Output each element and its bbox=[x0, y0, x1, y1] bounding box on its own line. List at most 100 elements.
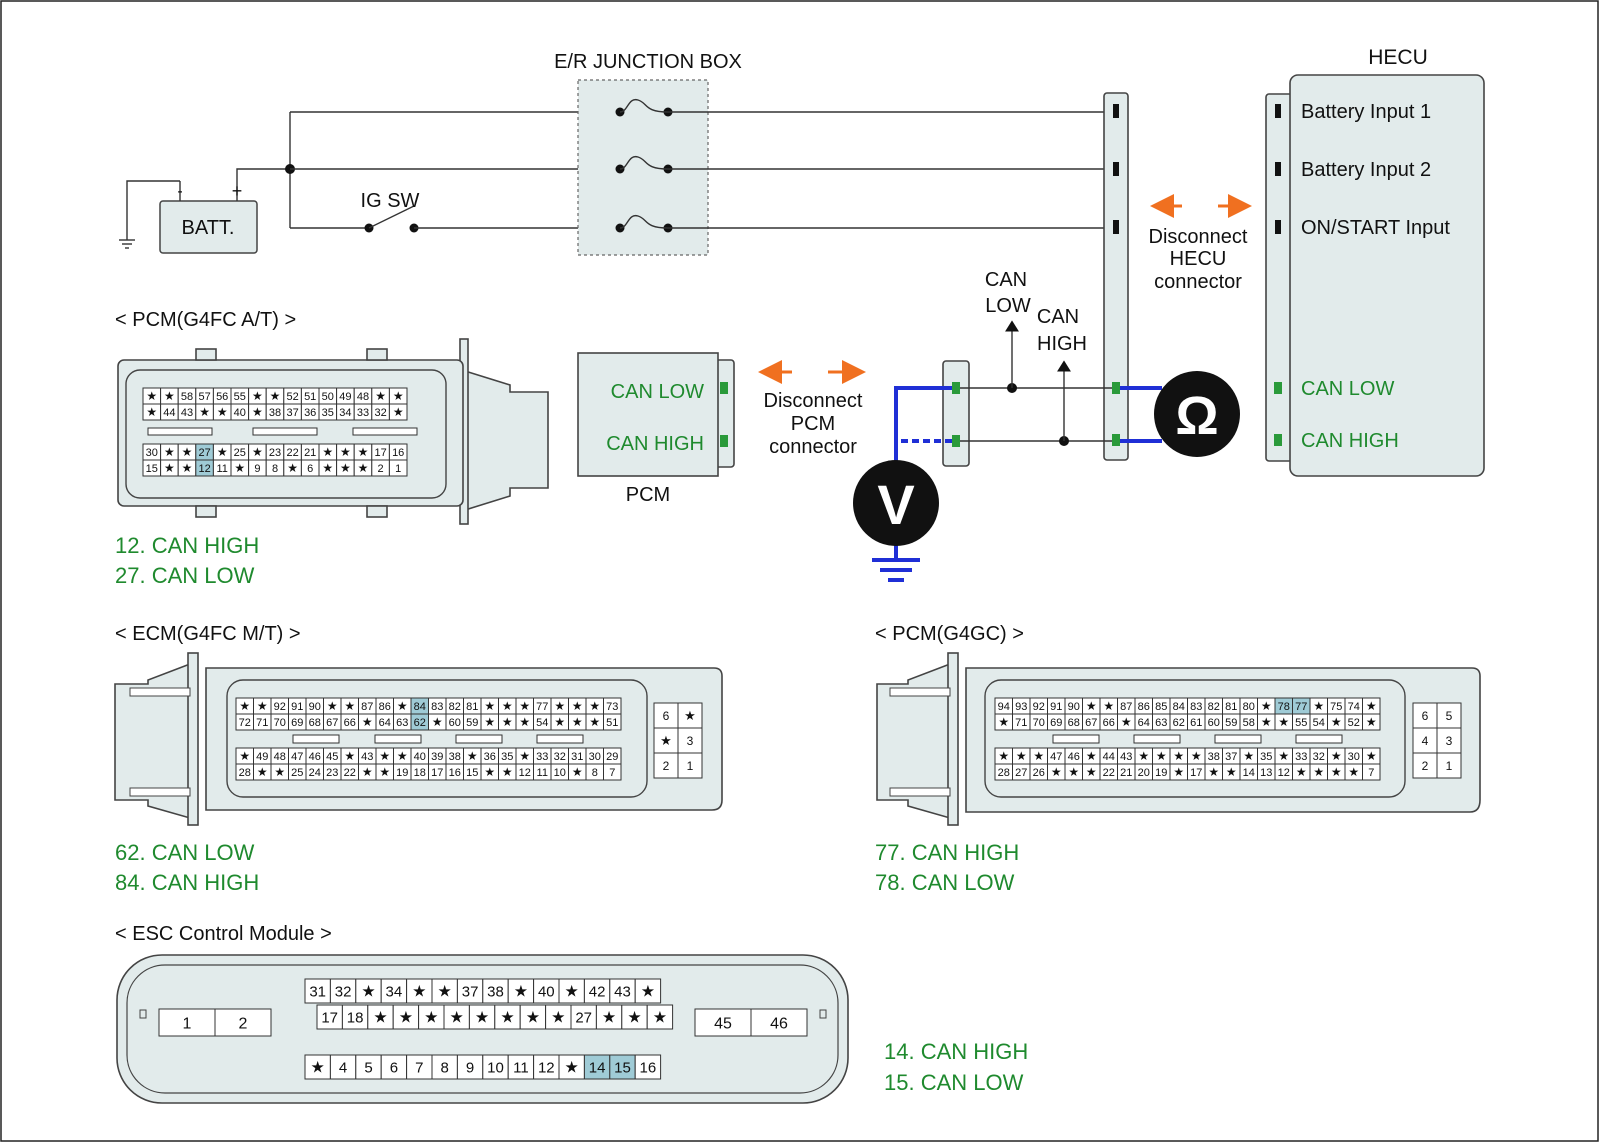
ecm-pin-label: 8 bbox=[592, 767, 598, 779]
g4gc-pin-label: ★ bbox=[1086, 699, 1097, 713]
ecm-pin-label: ★ bbox=[519, 715, 530, 729]
g4gc-pin-label: ★ bbox=[1366, 699, 1377, 713]
battery-minus: - bbox=[177, 183, 182, 200]
esc-pin-cell bbox=[304, 978, 331, 1004]
ecm-pin-label: ★ bbox=[554, 699, 565, 713]
pcm-at-pin-label: 55 bbox=[234, 391, 246, 403]
esc-pin-label: 31 bbox=[309, 983, 326, 1000]
g4gc-pin-label: ★ bbox=[1033, 749, 1044, 763]
pcm-at-pin-label: 30 bbox=[146, 447, 158, 459]
pcm-at-pin-label: 12 bbox=[198, 463, 210, 475]
esc-pin-label: ★ bbox=[412, 983, 426, 1000]
ecm-side-pin-label: ★ bbox=[684, 708, 696, 723]
g4gc-pin-label: 54 bbox=[1313, 717, 1325, 729]
pcm-at-pin-label: ★ bbox=[217, 445, 228, 459]
hecu-can-low: CAN LOW bbox=[1301, 378, 1394, 400]
ecm-pin-label: 30 bbox=[589, 751, 601, 763]
g4gc-pin-label: ★ bbox=[1331, 749, 1342, 763]
voltmeter-symbol: V bbox=[877, 473, 914, 536]
pcm-at-pin-label: ★ bbox=[182, 461, 193, 475]
ecm-pin-label: 19 bbox=[396, 767, 408, 779]
pcm-module bbox=[577, 352, 719, 477]
ecm-pin-label: 36 bbox=[484, 751, 496, 763]
esc-pin-label: ★ bbox=[373, 1009, 387, 1026]
g4gc-pin-label: 14 bbox=[1243, 767, 1255, 779]
ecm-pin-label: ★ bbox=[572, 715, 583, 729]
ecm-pin-label: 46 bbox=[309, 751, 321, 763]
pcm-at-pin-label: 6 bbox=[307, 463, 313, 475]
pcm-at-pin-label: ★ bbox=[234, 461, 245, 475]
g4gc-pin-label: 69 bbox=[1050, 717, 1062, 729]
pcm-at-pin-label: ★ bbox=[322, 461, 333, 475]
battery bbox=[159, 200, 258, 254]
g4gc-pin-label: ★ bbox=[1156, 749, 1167, 763]
g4gc-pin-label: 66 bbox=[1103, 717, 1115, 729]
ecm-pin-label: 71 bbox=[256, 717, 268, 729]
disconnect-hecu-1: Disconnect bbox=[1149, 226, 1248, 248]
esc-pin-label: 43 bbox=[614, 983, 631, 1000]
esc-pin-label: 9 bbox=[466, 1059, 474, 1076]
hecu-can-high: CAN HIGH bbox=[1301, 430, 1399, 452]
pcm-box-title: PCM bbox=[626, 484, 670, 506]
esc-pin-cell bbox=[634, 1054, 662, 1080]
disconnect-pcm-2: PCM bbox=[791, 413, 835, 435]
pcm-can-low: CAN LOW bbox=[611, 381, 704, 403]
esc-pin-label: ★ bbox=[361, 983, 375, 1000]
g4gc-pin-label: 62 bbox=[1173, 717, 1185, 729]
esc-pin-label: 11 bbox=[513, 1059, 529, 1076]
esc-pin-label: 5 bbox=[364, 1059, 372, 1076]
pcm-at-pin-label: 37 bbox=[286, 407, 298, 419]
esc-pin-cell bbox=[609, 1054, 636, 1080]
g4gc-pin-label: ★ bbox=[1138, 749, 1149, 763]
pcm-at-pin-label: 43 bbox=[181, 407, 193, 419]
ecm-pin-cell bbox=[603, 763, 622, 781]
g4gc-pin-label: 93 bbox=[1015, 701, 1027, 713]
g4gc-pin-label: 20 bbox=[1138, 767, 1150, 779]
pcm-at-pin-label: ★ bbox=[375, 389, 386, 403]
esc-pin-cell bbox=[456, 978, 484, 1004]
g4gc-pin-label: ★ bbox=[1366, 749, 1377, 763]
battery-plus: + bbox=[232, 181, 243, 201]
hecu-connector bbox=[1265, 93, 1293, 462]
g4gc-pin-label: 19 bbox=[1155, 767, 1167, 779]
pcm-g4fc-at-title: < PCM(G4FC A/T) > bbox=[115, 309, 296, 331]
pcm-at-pin-label: 1 bbox=[395, 463, 401, 475]
ecm-pin-label: ★ bbox=[589, 715, 600, 729]
ecm-pin-label: 49 bbox=[256, 751, 268, 763]
esc-pin-label: ★ bbox=[565, 1059, 579, 1076]
g4gc-side-pin-cell bbox=[1412, 752, 1438, 779]
pcm-at-pin-label: 25 bbox=[234, 447, 246, 459]
esc-pin-label: ★ bbox=[424, 1009, 438, 1026]
pcm-at-pin-label: 22 bbox=[286, 447, 298, 459]
esc-pin-cell bbox=[355, 978, 382, 1004]
ig-switch-blade bbox=[368, 205, 415, 229]
ecm-pin-label: ★ bbox=[467, 749, 478, 763]
pcm-at-pin-label: 36 bbox=[304, 407, 316, 419]
pcm-at-pin-cell bbox=[388, 459, 408, 477]
pcm-g4fc-at-plug bbox=[464, 369, 549, 512]
g4gc-pin-label: 59 bbox=[1225, 717, 1237, 729]
voltmeter-icon bbox=[853, 460, 939, 546]
esc-pin-cell bbox=[468, 1004, 496, 1030]
esc-left-pin-cell bbox=[214, 1008, 272, 1037]
esc-note-1: 14. CAN HIGH bbox=[884, 1039, 1028, 1064]
g4gc-pin-cell bbox=[1362, 763, 1381, 781]
g4gc-pin-label: ★ bbox=[1103, 699, 1114, 713]
g4gc-pin-label: 63 bbox=[1155, 717, 1167, 729]
ecm-side-pin-label: 6 bbox=[663, 709, 670, 723]
ecm-pin-label: 35 bbox=[501, 751, 513, 763]
ecm-pin-label: 83 bbox=[431, 701, 443, 713]
esc-pin-cell bbox=[406, 978, 433, 1004]
ecm-pin-label: 18 bbox=[414, 767, 426, 779]
esc-pin-cell bbox=[533, 978, 560, 1004]
g4gc-pin-label: 27 bbox=[1015, 767, 1027, 779]
disconnect-pcm-1: Disconnect bbox=[764, 390, 863, 412]
g4gc-side-pin-cell bbox=[1436, 752, 1462, 779]
esc-pin-label: 38 bbox=[487, 983, 504, 1000]
ecm-pin-label: 31 bbox=[571, 751, 583, 763]
ecm-pin-label: 24 bbox=[309, 767, 321, 779]
g4gc-pin-label: ★ bbox=[1226, 765, 1237, 779]
hecu-input-2: Battery Input 2 bbox=[1301, 159, 1431, 181]
esc-pin-cell bbox=[621, 1004, 648, 1030]
